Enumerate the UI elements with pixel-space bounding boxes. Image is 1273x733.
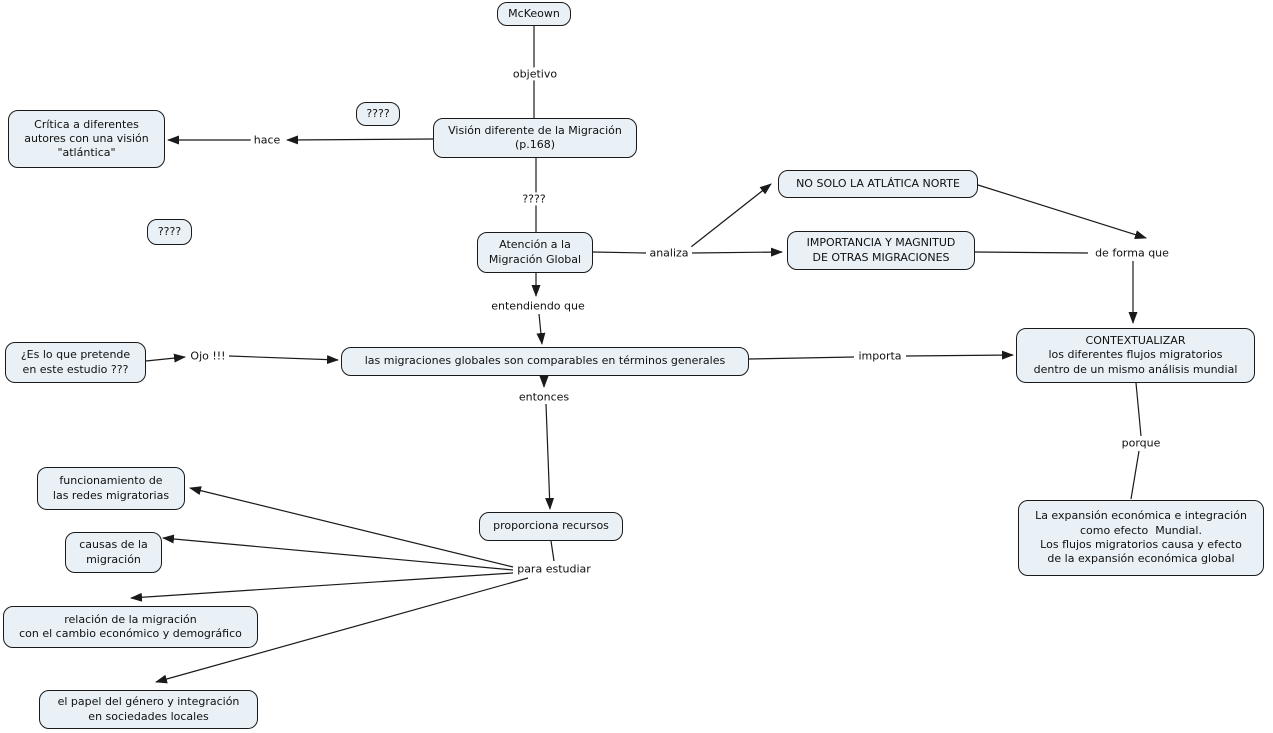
edge-importancia-deformaque [974, 251, 1089, 254]
node-no-solo[interactable]: NO SOLO LA ATLÁTICA NORTE [778, 170, 978, 198]
edge-analiza-importancia [691, 247, 783, 257]
node-causas[interactable]: causas de la migración [65, 532, 162, 573]
node-migraciones[interactable]: las migraciones globales son comparables… [341, 347, 749, 376]
link-label-entendiendo-que[interactable]: entendiendo que [488, 299, 588, 313]
link-label-analiza[interactable]: analiza [646, 246, 692, 260]
node-papel[interactable]: el papel del género y integración en soc… [39, 690, 258, 729]
edge-migraciones-importa [748, 356, 855, 360]
edge-proporciona-paraestudiar [550, 540, 555, 562]
link-label-objetivo[interactable]: objetivo [509, 67, 561, 81]
node-funcionamiento[interactable]: funcionamiento de las redes migratorias [37, 467, 185, 510]
node-question-left[interactable]: ???? [147, 219, 192, 245]
node-atencion[interactable]: Atención a la Migración Global [477, 232, 593, 273]
node-relacion[interactable]: relación de la migración con el cambio e… [3, 606, 258, 648]
link-label-para-estudiar[interactable]: para estudiar [514, 562, 594, 576]
edge-analiza-nosolo [690, 183, 772, 248]
link-label-ojo[interactable]: Ojo !!! [187, 349, 229, 363]
node-contextualizar[interactable]: CONTEXTUALIZAR los diferentes flujos mig… [1016, 328, 1255, 383]
edge-contextualizar-porque [1135, 382, 1142, 437]
link-label-question-mid[interactable]: ???? [519, 192, 549, 206]
node-pretende[interactable]: ¿Es lo que pretende en este estudio ??? [5, 342, 146, 383]
node-question-top[interactable]: ???? [356, 102, 400, 126]
edge-atencion-analiza [592, 251, 647, 254]
edge-pretende-ojo [145, 353, 186, 363]
edge-paraestudiar-relacion [130, 572, 514, 602]
link-label-entonces[interactable]: entonces [515, 390, 573, 404]
node-critica[interactable]: Crítica a diferentes autores con una vis… [8, 110, 165, 168]
link-label-hace[interactable]: hace [250, 133, 284, 147]
edge-entendiendo-migraciones [536, 313, 546, 345]
node-expansion[interactable]: La expansión económica e integración com… [1018, 500, 1264, 576]
edge-paraestudiar-causas [162, 534, 514, 571]
edge-importa-contextualizar [905, 350, 1014, 360]
edge-paraestudiar-funcionamiento [189, 486, 514, 568]
node-vision[interactable]: Visión diferente de la Migración (p.168) [433, 118, 637, 158]
edge-paraestudiar-papel [155, 577, 529, 684]
edge-nosolo-deformaque [977, 184, 1147, 239]
link-label-importa[interactable]: importa [855, 349, 905, 363]
edge-entonces-proporciona [545, 403, 555, 510]
node-proporciona[interactable]: proporciona recursos [479, 512, 623, 541]
edge-vision-hace [286, 135, 434, 145]
edge-porque-expansion [1130, 450, 1140, 500]
link-label-porque[interactable]: porque [1118, 436, 1164, 450]
node-importancia[interactable]: IMPORTANCIA Y MAGNITUD DE OTRAS MIGRACIO… [787, 231, 975, 270]
link-label-de-forma-que[interactable]: de forma que [1092, 246, 1172, 260]
edge-ojo-migraciones [228, 355, 339, 365]
node-mckeown[interactable]: McKeown [497, 2, 571, 26]
